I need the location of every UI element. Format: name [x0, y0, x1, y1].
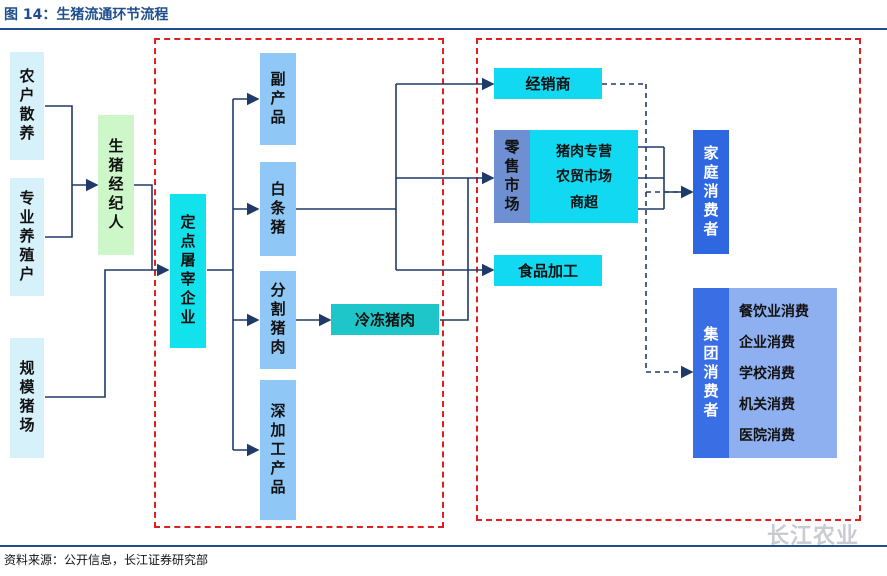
distribution-dashed-region	[476, 38, 861, 521]
node-household-consumers: 家庭消费者	[693, 130, 729, 254]
node-scale-farm: 规模猪场	[10, 338, 44, 458]
node-pig-broker: 生猪经纪人	[98, 115, 134, 255]
node-distributor: 经销商	[494, 68, 602, 99]
retail-market-items: 猪肉专营 农贸市场 商超	[530, 130, 638, 223]
source-rule	[0, 545, 887, 547]
node-byproduct: 副产品	[260, 53, 296, 145]
group-item-hospital: 医院消费	[739, 427, 795, 444]
line-frozen-pork-up	[440, 178, 469, 321]
node-slaughter-enterprise: 定点屠宰企业	[170, 194, 206, 348]
source-note: 资料来源：公开信息，长江证券研究部	[4, 553, 209, 567]
group-item-catering: 餐饮业消费	[739, 304, 809, 321]
processing-dashed-region	[154, 38, 444, 528]
node-frozen-pork: 冷冻猪肉	[331, 304, 439, 335]
figure-title: 图 14：生猪流通环节流程	[4, 7, 169, 23]
node-retail-market: 零售市场	[494, 130, 530, 223]
node-household-farming: 农户散养	[10, 52, 44, 160]
group-item-enterprise: 企业消费	[739, 335, 795, 352]
node-deep-processed: 深加工产品	[260, 380, 296, 520]
node-white-pork: 白条猪	[260, 162, 296, 256]
line-household-to-broker	[45, 105, 73, 185]
group-item-school: 学校消费	[739, 365, 795, 382]
retail-item-pork-shop: 猪肉专营	[556, 143, 612, 160]
line-specialized-to-broker	[45, 185, 73, 238]
retail-item-farmers-market: 农贸市场	[556, 169, 612, 186]
node-group-consumers: 集团消费者	[693, 288, 729, 458]
title-rule	[0, 28, 887, 30]
watermark-logo-text: 长江农业	[766, 524, 859, 549]
node-specialized-farmer: 专业养殖户	[10, 178, 44, 296]
node-cut-pork: 分割猪肉	[260, 271, 296, 369]
node-food-processing: 食品加工	[494, 255, 602, 286]
group-consumer-items: 餐饮业消费 企业消费 学校消费 机关消费 医院消费	[729, 288, 837, 458]
retail-item-supermarket: 商超	[570, 195, 598, 212]
line-broker-to-slaughter	[134, 184, 170, 277]
group-item-government: 机关消费	[739, 396, 795, 413]
line-scale-to-slaughter	[45, 269, 152, 398]
